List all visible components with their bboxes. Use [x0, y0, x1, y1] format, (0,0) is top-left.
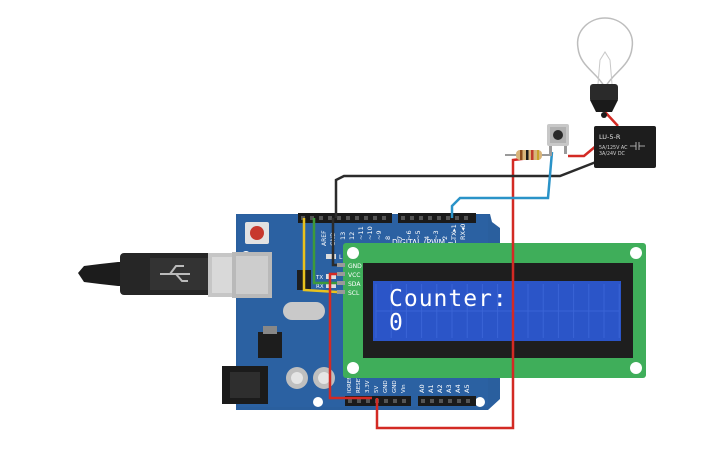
led-rx-label: RX — [316, 284, 324, 290]
wire-black-gnd-relay[interactable] — [334, 160, 597, 218]
power-pin-label: 3.3V — [365, 380, 371, 393]
analog-pin-label: A4 — [454, 384, 462, 393]
resistor[interactable] — [505, 150, 552, 160]
lcd-module[interactable]: GND VCC SDA SCL — [337, 243, 646, 378]
digital-pin-label: 12 — [348, 232, 356, 240]
wire-red-relay-bulb[interactable] — [604, 111, 619, 127]
digital-pin-label: 7 — [396, 236, 404, 240]
analog-pin-label: A5 — [463, 384, 471, 393]
wire-yellow-scl[interactable] — [302, 218, 338, 294]
relay[interactable]: LU-5-R 5A/125V AC 3A/24V DC — [594, 126, 656, 168]
lcd-char-grid — [375, 284, 620, 338]
analog-pin-label: A1 — [427, 384, 435, 393]
digital-pin-label: TX▸1 — [450, 224, 458, 241]
digital-pin-label: ~5 — [414, 230, 422, 240]
light-bulb[interactable] — [576, 17, 634, 118]
digital-pin-label: 13 — [339, 232, 347, 240]
power-pin-label: Vin — [401, 384, 407, 393]
digital-pin-label: ~9 — [375, 230, 383, 240]
led-l-label: L — [339, 254, 343, 261]
analog-pin-label: A2 — [436, 384, 444, 393]
power-pin-label: GND — [392, 380, 398, 393]
lcd-pin-vcc: VCC — [348, 272, 360, 279]
digital-pin-label: 8 — [384, 236, 392, 240]
relay-spec-dc: 3A/24V DC — [599, 151, 626, 157]
lcd-line-1: Counter: — [389, 286, 508, 312]
aref-label: AREF — [321, 230, 328, 246]
digital-pin-label: ~3 — [432, 230, 440, 240]
analog-header — [418, 396, 476, 406]
analog-pin-label: A0 — [418, 384, 426, 393]
power-pin-label: RESET — [356, 375, 362, 393]
digital-pin-label: ~6 — [405, 230, 413, 240]
push-button[interactable] — [547, 124, 569, 154]
wire-blue-signal[interactable] — [450, 151, 554, 218]
lcd-pin-scl: SCL — [348, 290, 360, 297]
crystal — [283, 302, 325, 320]
led-tx-label: TX — [315, 275, 323, 281]
digital-pin-label: 2 — [441, 236, 449, 240]
wire-red-vcc-lcd[interactable] — [328, 272, 372, 400]
digital-label: DIGITAL (PWM ~) — [392, 238, 457, 247]
voltage-regulator — [258, 332, 282, 358]
power-pin-label: 5V — [374, 386, 380, 393]
lcd-pin-sda: SDA — [348, 281, 361, 288]
relay-coil-icon — [630, 142, 645, 150]
analog-pin-label: A3 — [445, 384, 453, 393]
digital-pin-label: ~11 — [357, 226, 365, 240]
lcd-line-2: 0 — [389, 310, 404, 336]
power-pin-label: GND — [383, 380, 389, 393]
lcd-pin-gnd: GND — [348, 263, 362, 270]
usb-symbol-icon — [160, 265, 190, 282]
power-pin-label: IOREF — [347, 377, 353, 393]
digital-header-left — [298, 213, 392, 223]
bulb-base — [590, 84, 618, 102]
relay-model: LU-5-R — [599, 133, 621, 141]
digital-pin-label: ~10 — [366, 226, 374, 240]
wire-black-gnd-lcd[interactable] — [331, 218, 337, 267]
wire-red-button-relay[interactable] — [568, 145, 597, 158]
relay-spec-ac: 5A/125V AC — [599, 145, 628, 151]
digital-pin-label: RX◂0 — [459, 224, 467, 240]
digital-pin-label: 4 — [423, 236, 431, 240]
